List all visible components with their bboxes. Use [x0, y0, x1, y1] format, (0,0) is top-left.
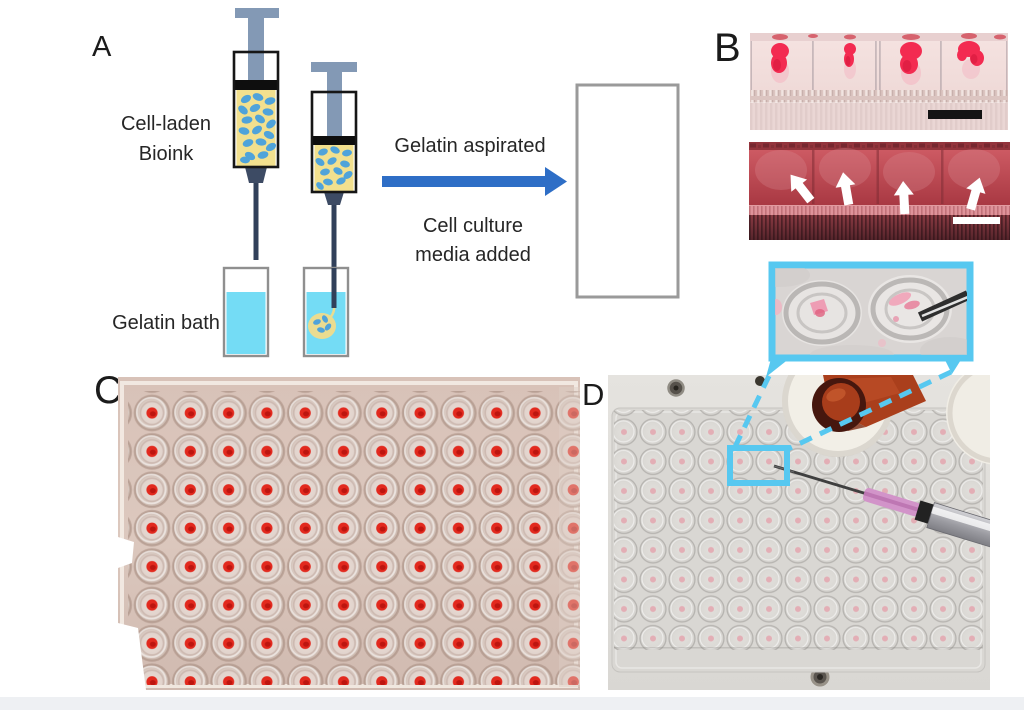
footer-bar	[0, 697, 1024, 710]
process-arrow-icon	[382, 167, 567, 196]
well-separators	[750, 41, 1008, 91]
gelatin-bath-right	[302, 266, 350, 358]
scale-bar-white	[953, 217, 1000, 224]
screw-top	[667, 379, 685, 397]
bioink-cells	[315, 146, 353, 190]
arrow-bottom-label-line1: Cell culture	[423, 215, 523, 237]
panel-b-label: B	[714, 26, 741, 70]
panel-c-plate-photo	[118, 377, 580, 690]
inset-needle	[917, 290, 967, 322]
panel-a-schematic: Cell-laden Bioink Gelatin bath Gelatin a…	[112, 8, 680, 358]
panel-b-photos	[749, 33, 1010, 240]
inset-pointer-left	[766, 355, 790, 377]
gel-meniscus-marks	[772, 33, 1006, 40]
inset-well-2	[868, 275, 952, 343]
inset-gel-fragments	[775, 292, 920, 347]
inset-pointer-right	[944, 355, 964, 374]
well-grid	[614, 410, 983, 650]
syringe-large	[232, 8, 280, 260]
panel-b-photo-bottom	[749, 142, 1010, 240]
inset-well-1	[782, 280, 862, 346]
well-walls	[812, 150, 944, 204]
gelatin-bath-left	[222, 266, 270, 358]
panel-d-label: D	[582, 377, 605, 412]
panel-b-photo-top	[750, 33, 1008, 130]
plate-notch	[118, 537, 134, 568]
gelatin-bath-label: Gelatin bath	[112, 312, 220, 334]
faint-gel-shapes	[755, 148, 1000, 192]
panel-d-plate-photo	[608, 375, 990, 690]
bioink-label-line1: Cell-laden	[121, 113, 211, 135]
plate-corner-chip	[118, 623, 146, 690]
arrow-bottom-label-line2: media added	[415, 244, 531, 266]
result-vial	[575, 83, 680, 299]
bioink-label-line2: Bioink	[139, 143, 194, 165]
zoom-inset-photo	[768, 261, 974, 362]
bioink-cells	[238, 93, 277, 164]
syringe-on-plate	[773, 464, 990, 555]
arrow-top-label: Gelatin aspirated	[394, 135, 545, 157]
panel-c-label: C	[94, 369, 123, 412]
syringe-small	[310, 62, 358, 308]
scale-bar-black	[928, 110, 982, 119]
panel-a-label: A	[92, 31, 112, 63]
bolt	[755, 376, 765, 386]
well-grid	[128, 391, 580, 685]
gel-shading	[773, 54, 978, 72]
